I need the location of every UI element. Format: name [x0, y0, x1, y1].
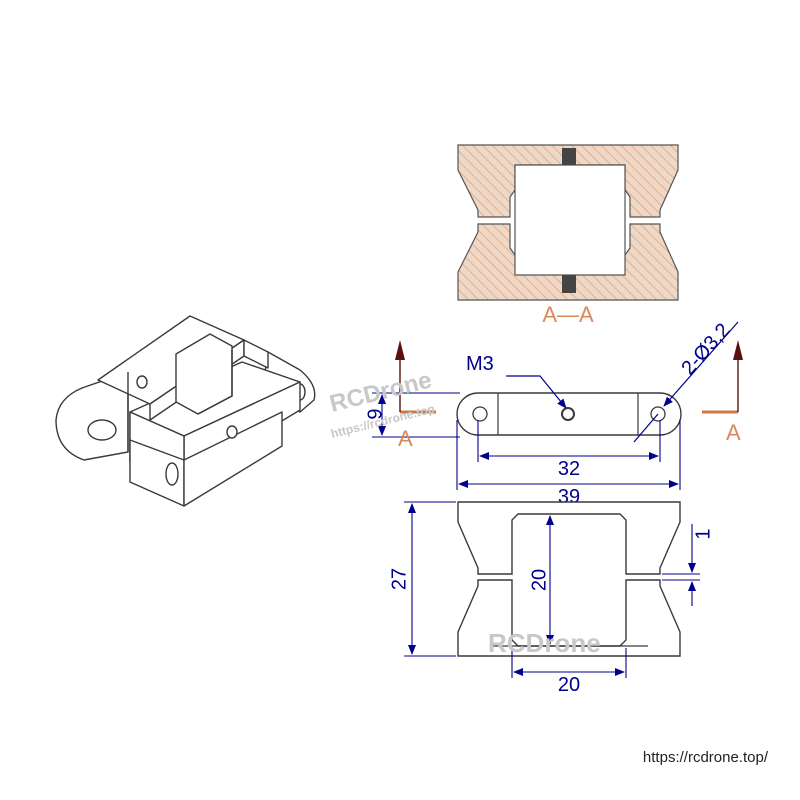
- section-marker-right: A: [702, 340, 743, 445]
- front-view-lower: [457, 579, 681, 657]
- opening-dim-20: 20: [528, 569, 550, 591]
- watermark-brand-2: RCDrone: [488, 628, 601, 658]
- section-inner-frame: [514, 164, 626, 276]
- height-dim-9: 9: [364, 408, 386, 419]
- thread-hole: [561, 407, 575, 421]
- inner-length-dim-lines: [477, 420, 661, 462]
- gap-dim-lines: [662, 524, 700, 606]
- holes-leader: [633, 321, 739, 443]
- isometric-view: [55, 315, 316, 507]
- svg-text:A: A: [398, 426, 413, 451]
- section-view: A—A: [457, 144, 679, 327]
- holes-label: 2-Ø3,2: [677, 319, 734, 379]
- height-dim-lines: [372, 392, 460, 438]
- front-view-upper: [457, 501, 681, 575]
- section-marker-left: A: [395, 340, 436, 451]
- front-view: 27 20 1 20: [388, 501, 714, 696]
- svg-text:A: A: [726, 420, 741, 445]
- gap-dim-1: 1: [692, 528, 714, 539]
- section-label: A—A: [542, 302, 594, 327]
- m3-leader: [506, 375, 567, 409]
- width-dim-20: 20: [558, 674, 580, 696]
- width-dim-lines: [511, 648, 627, 678]
- front-height-dim-27: 27: [388, 568, 410, 590]
- thread-label: M3: [466, 353, 494, 375]
- thread-mark-top: [562, 148, 576, 165]
- front-height-dim-lines: [404, 501, 456, 657]
- thread-mark-bottom: [562, 275, 576, 293]
- inner-length-dim-32: 32: [558, 458, 580, 480]
- overall-length-dim-lines: [456, 420, 681, 490]
- footer-url: https://rcdrone.top/: [643, 749, 769, 766]
- mount-hole-left: [472, 406, 488, 422]
